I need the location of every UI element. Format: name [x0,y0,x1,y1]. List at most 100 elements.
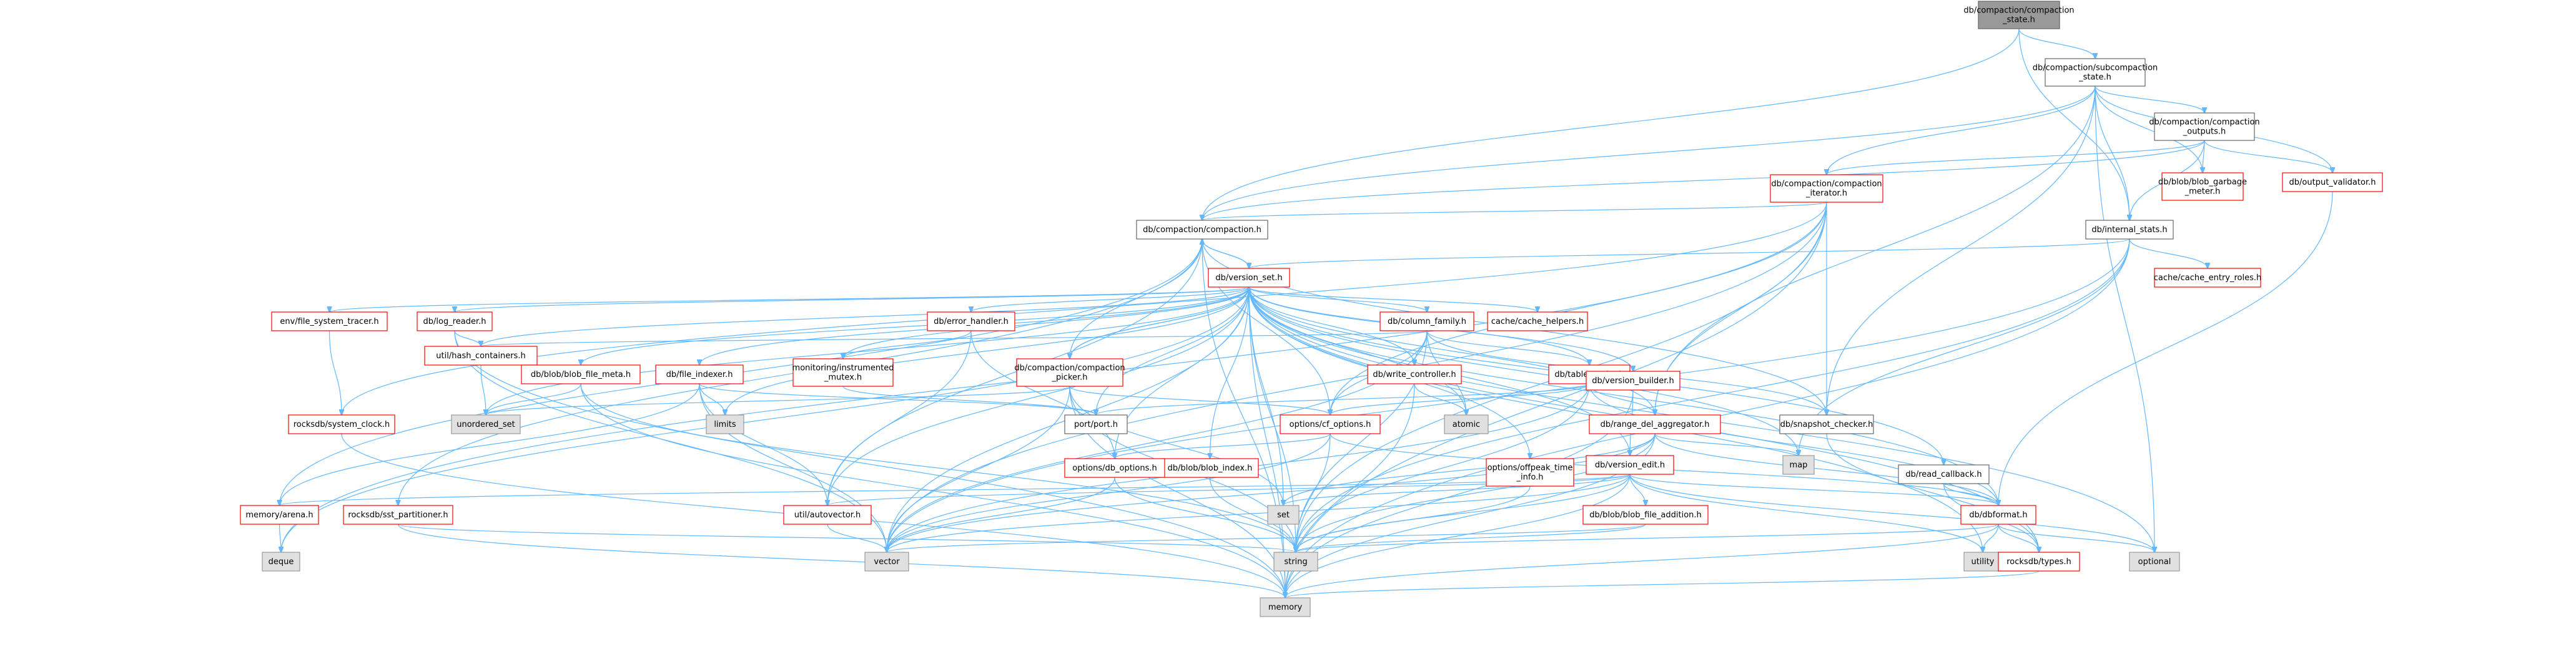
node-version-edit[interactable]: db/version_edit.h [1586,455,1674,475]
node-system-clock[interactable]: rocksdb/system_clock.h [288,414,395,434]
node-internal-stats[interactable]: db/internal_stats.h [2085,220,2174,240]
edge-table_cache-to-string [1296,383,1590,552]
node-dbformat[interactable]: db/dbformat.h [1960,505,2036,525]
node-write-controller[interactable]: db/write_controller.h [1367,364,1462,384]
node-file-indexer[interactable]: db/file_indexer.h [655,364,744,384]
node-db-options[interactable]: options/db_options.h [1064,458,1165,478]
edge-blob_file_meta-to-unordered_set [486,383,581,415]
node-label: vector [874,557,900,567]
node-log-reader[interactable]: db/log_reader.h [417,311,493,331]
edge-arena-to-deque [280,524,282,552]
node-vector[interactable]: vector [864,552,909,572]
node-label: map [1790,461,1808,470]
node-label: db/blob/blob_index.h [1168,464,1253,473]
node-version-builder[interactable]: db/version_builder.h [1586,371,1680,391]
node-instrumented-mutex[interactable]: monitoring/instrumented_mutex.h [792,358,894,387]
edge-file_indexer-to-arena [280,383,700,505]
node-arena[interactable]: memory/arena.h [240,505,319,525]
edge-dbformat-to-utility [1983,524,1999,552]
node-label: string [1284,557,1307,567]
edge-blob_file_meta-to-string [580,383,1296,552]
node-snapshot-checker[interactable]: db/snapshot_checker.h [1779,414,1874,434]
edge-log_reader-to-memory [454,330,1285,598]
node-cf-options[interactable]: options/cf_options.h [1280,414,1381,434]
node-label: _info.h [1516,473,1543,482]
node-compaction-state[interactable]: db/compaction/compaction_state.h [1963,1,2075,29]
edge-read_callback-to-dbformat [1943,483,1999,505]
node-memory[interactable]: memory [1260,597,1311,617]
node-column-family[interactable]: db/column_family.h [1379,311,1474,331]
edge-version_set-to-cache_helpers [1248,286,1537,312]
node-read-callback[interactable]: db/read_callback.h [1898,464,1990,484]
node-label: set [1277,510,1290,520]
node-box [864,552,909,572]
node-blob-garbage-meter[interactable]: db/blob/blob_garbage_meter.h [2158,172,2247,201]
node-box [1136,220,1268,240]
node-optional[interactable]: optional [2129,552,2180,572]
node-label: db/blob/blob_file_meta.h [531,370,631,379]
edge-compaction_iterator-to-range_del_aggregator [1655,202,1827,415]
edge-version_edit-to-blob_file_addition [1629,474,1646,505]
edge-db_options-to-string [1114,477,1296,552]
node-utility[interactable]: utility [1963,552,2002,572]
node-compaction[interactable]: db/compaction/compaction.h [1136,220,1268,240]
node-autovector[interactable]: util/autovector.h [783,505,872,525]
node-blob-index[interactable]: db/blob/blob_index.h [1161,458,1259,478]
node-subcompaction-state[interactable]: db/compaction/subcompaction_state.h [2033,58,2158,87]
node-compaction-picker[interactable]: db/compaction/compaction_picker.h [1014,358,1125,387]
node-label: _iterator.h [1805,189,1847,198]
edge-version_edit-to-vector [887,474,1631,552]
edge-version_set-to-limits [725,286,1250,415]
edge-file_indexer-to-autovector [699,383,827,505]
node-port[interactable]: port/port.h [1064,414,1128,434]
node-set[interactable]: set [1267,505,1300,525]
node-compaction-outputs[interactable]: db/compaction/compaction_outputs.h [2149,112,2260,141]
edge-dbformat-to-types [1998,524,2039,552]
edge-version_set-to-blob_file_meta [581,286,1250,365]
edge-range_del_aggregator-to-map [1654,433,1799,456]
edge-internal_stats-to-cache_entry_roles [2129,238,2208,268]
edge-version_set-to-write_controller [1248,286,1414,365]
edge-version_set-to-port [1096,286,1250,415]
node-error-handler[interactable]: db/error_handler.h [927,311,1015,331]
node-version-set[interactable]: db/version_set.h [1208,268,1290,288]
edge-compaction_picker-to-set [1069,386,1283,505]
node-label: db/file_indexer.h [666,370,733,379]
node-box [1379,311,1474,331]
node-map[interactable]: map [1782,455,1815,475]
node-label: _state.h [2002,16,2035,25]
node-hash-containers[interactable]: util/hash_containers.h [424,346,538,366]
node-file-system-tracer[interactable]: env/file_system_tracer.h [271,311,388,331]
edge-compaction_iterator-to-compaction [1202,202,1827,220]
node-limits[interactable]: limits [706,414,744,434]
node-output-validator[interactable]: db/output_validator.h [2282,172,2383,192]
node-range-del-aggregator[interactable]: db/range_del_aggregator.h [1589,414,1721,434]
node-offpeak-time-info[interactable]: options/offpeak_time_info.h [1486,458,1574,487]
node-blob-file-addition[interactable]: db/blob/blob_file_addition.h [1582,505,1709,525]
node-types[interactable]: rocksdb/types.h [1998,552,2080,572]
node-cache-helpers[interactable]: cache/cache_helpers.h [1487,311,1588,331]
node-label: db/log_reader.h [423,317,486,326]
edge-version_set-to-compaction [1202,239,1250,269]
edge-dbformat-to-memory [1285,524,1999,598]
node-deque[interactable]: deque [262,552,300,572]
node-atomic[interactable]: atomic [1444,414,1489,434]
node-blob-file-meta[interactable]: db/blob/blob_file_meta.h [521,364,641,384]
node-box [1064,414,1128,434]
node-label: db/error_handler.h [934,317,1009,326]
node-compaction-iterator[interactable]: db/compaction/compaction_iterator.h [1770,174,1883,203]
node-box [792,358,894,387]
node-label: options/offpeak_time [1488,464,1573,473]
node-box [240,505,319,525]
node-box [1782,455,1815,475]
node-box [2282,172,2383,192]
node-box [1770,174,1883,203]
node-sst-partitioner[interactable]: rocksdb/sst_partitioner.h [343,505,453,525]
edge-version_set-to-log_reader [455,286,1250,312]
node-cache-entry-roles[interactable]: cache/cache_entry_roles.h [2154,268,2262,288]
node-string[interactable]: string [1273,552,1318,572]
edge-version_set-to-autovector [827,286,1250,505]
node-unordered-set[interactable]: unordered_set [451,414,521,434]
edge-output_validator-to-dbformat [1998,191,2333,505]
edge-dbformat-to-string [1296,524,1999,552]
